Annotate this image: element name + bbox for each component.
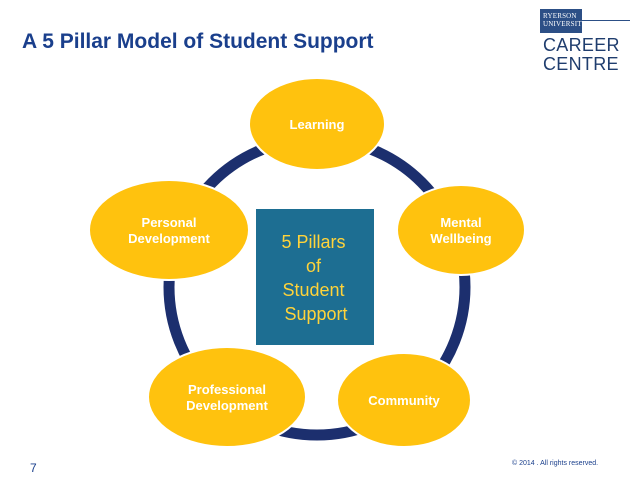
center-line-4: Support xyxy=(284,304,347,324)
pillar-label-line: Professional xyxy=(188,382,266,397)
pillar-label-line: Personal xyxy=(142,215,197,230)
pillar-label-learning: Learning xyxy=(290,117,345,132)
pillar-label-line: Development xyxy=(186,398,268,413)
pillar-label-line: Community xyxy=(368,393,440,408)
career-centre-logo: RYERSON UNIVERSITY CAREER CENTRE xyxy=(540,9,632,75)
center-line-3: Student xyxy=(282,280,344,300)
university-logo-box: RYERSON UNIVERSITY xyxy=(540,9,587,33)
center-box xyxy=(256,209,374,345)
pillar-mental-wellbeing xyxy=(396,184,526,276)
pillar-label-community: Community xyxy=(368,393,440,408)
pillar-label-line: Learning xyxy=(290,117,345,132)
center-label: 5 Pillars of Student Support xyxy=(281,232,350,324)
pillar-personal-development xyxy=(88,179,250,281)
university-wordmark: RYERSON UNIVERSITY xyxy=(543,12,587,28)
pillar-community xyxy=(336,352,472,448)
page-number: 7 xyxy=(30,461,37,475)
pillar-label-line: Development xyxy=(128,231,210,246)
pillar-professional-development xyxy=(147,346,307,448)
logo-line2: CENTRE xyxy=(543,54,619,74)
logo-divider xyxy=(582,20,630,21)
slide-title: A 5 Pillar Model of Student Support xyxy=(22,30,374,53)
pillar-label-line: Wellbeing xyxy=(430,231,491,246)
university-line2: UNIVERSITY xyxy=(543,20,587,28)
pillar-label-line: Mental xyxy=(440,215,481,230)
pillar-learning xyxy=(248,77,386,171)
logo-line1: CAREER xyxy=(543,35,620,55)
copyright-notice: © 2014 . All rights reserved. xyxy=(512,460,599,467)
center-line-2: of xyxy=(306,256,322,276)
center-line-1: 5 Pillars xyxy=(281,232,345,252)
university-line1: RYERSON xyxy=(543,12,577,20)
